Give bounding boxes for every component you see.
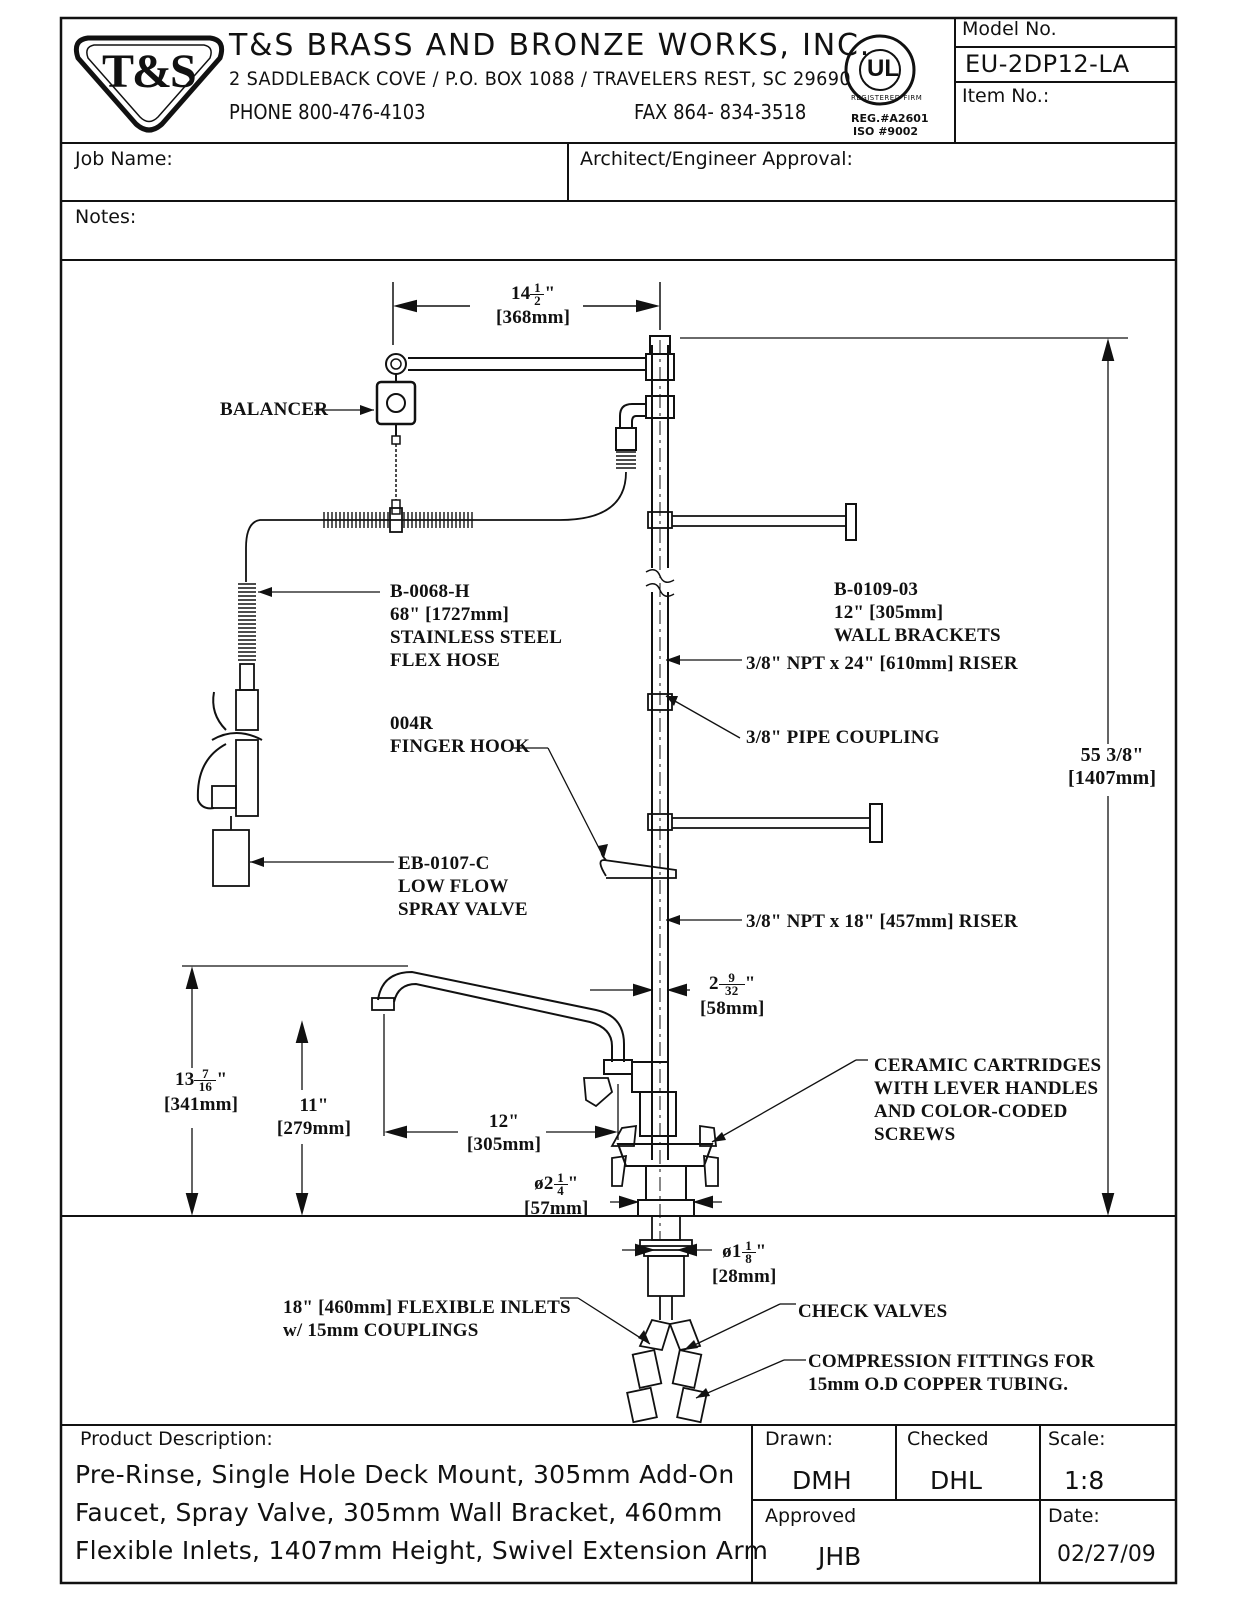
ul-mark: UL [867,55,899,82]
riser-24-label: 3/8" NPT x 24" [610mm] RISER [746,653,1018,674]
ul-ring-text: REGISTERED FIRM [851,94,923,102]
date-value: 02/27/09 [1057,1542,1156,1567]
model-number-value: EU-2DP12-LA [965,50,1130,78]
product-description-line: Faucet, Spray Valve, 305mm Wall Bracket,… [75,1498,723,1527]
flex-hose [245,471,627,582]
notes-label: Notes: [75,206,137,228]
check-valves-label: CHECK VALVES [798,1301,948,1322]
product-description-line: Pre-Rinse, Single Hole Deck Mount, 305mm… [75,1460,735,1489]
reg-number: REG.#A2601 [851,112,929,125]
page-border [59,16,1178,1585]
scale-label: Scale: [1048,1428,1106,1450]
company-name: T&S BRASS AND BRONZE WORKS, INC. [229,28,872,63]
product-description-label: Product Description: [80,1428,273,1450]
ul-circle [844,34,916,106]
company-fax: FAX 864- 834-3518 [634,100,807,124]
product-description-line: Flexible Inlets, 1407mm Height, Swivel E… [75,1536,769,1565]
checked-label: Checked [907,1428,989,1450]
riser-18-label: 3/8" NPT x 18" [457mm] RISER [746,911,1018,932]
iso-number: ISO #9002 [853,125,919,138]
balancer-label: BALANCER [220,399,329,420]
model-number-label: Model No. [962,18,1057,40]
spout [377,970,625,1062]
date-label: Date: [1048,1505,1100,1527]
dim-spout-reach: 12" [305mm] [466,1111,542,1155]
job-name-label: Job Name: [75,148,173,170]
item-number-label: Item No.: [962,85,1050,107]
company-phone: PHONE 800-476-4103 [229,100,426,124]
company-address: 2 SADDLEBACK COVE / P.O. BOX 1088 / TRAV… [229,68,852,90]
overall-height-label: 55 3/8"[1407mm] [1068,744,1157,789]
checked-value: DHL [930,1466,982,1495]
hose-spring-horizontal [323,512,473,528]
architect-approval-label: Architect/Engineer Approval: [580,148,853,170]
hose-spring-vertical [238,583,256,661]
approved-value: JHB [818,1542,862,1571]
company-logo-text: T&S [102,45,197,98]
scale-value: 1:8 [1064,1466,1105,1495]
pipe-coupling-label: 3/8" PIPE COUPLING [746,727,940,748]
logo-shield [73,35,225,133]
drawn-label: Drawn: [765,1428,834,1450]
dim-spout-height: 11" [279mm] [276,1095,352,1139]
hose-fitting-coils [616,451,636,469]
balancer-body [375,380,417,426]
drawn-value: DMH [792,1466,852,1495]
approved-label: Approved [765,1505,857,1527]
finger-hook-shape [599,859,677,879]
